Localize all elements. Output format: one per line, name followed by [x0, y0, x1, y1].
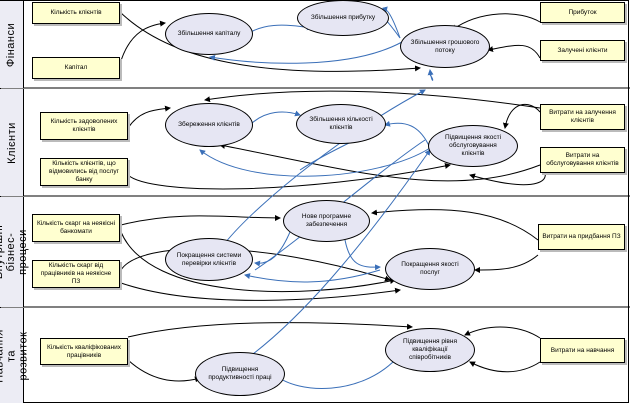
indicator-label: Кількість клієнтів	[50, 9, 102, 16]
lane-clients: Клієнти	[0, 89, 24, 196]
link	[219, 142, 541, 182]
goal-node: Покращення системи перевірки клієнтів	[165, 238, 253, 281]
goal-node: Покращення якості послуг	[385, 248, 475, 290]
goal-link	[244, 269, 381, 283]
goal-link	[209, 41, 403, 64]
goal-label: Збільшення прибутку	[310, 14, 376, 21]
lane-finance: Фінанси	[0, 1, 24, 88]
goal-label: Нове програмне забезпечення	[301, 213, 352, 228]
indicator-box: Кількість кваліфікованих працівників	[40, 338, 128, 365]
indicator-box: Кількість задоволених клієнтів	[40, 112, 128, 140]
lane-processes: Внутрішні бізнес-процеси	[0, 197, 30, 307]
goal-label: Підвищення якості обслуговування клієнті…	[444, 134, 502, 157]
goal-link	[384, 120, 431, 149]
indicator-box: Витрати на обслуговування клієнтів	[540, 147, 625, 173]
goal-label: Збільшення кількості клієнтів	[309, 116, 373, 131]
goal-link	[244, 149, 431, 361]
indicator-box: Кількість скарг від працівників на неякі…	[32, 260, 120, 288]
goal-link	[427, 69, 434, 81]
goal-node: Збільшення грошового потоку	[400, 25, 490, 68]
link	[127, 163, 451, 190]
goal-label: Підвищення продуктивності праці	[208, 366, 272, 381]
indicator-box: Кількість скарг на неякісні банкомати	[32, 214, 120, 242]
link	[127, 359, 201, 383]
link	[487, 44, 541, 59]
goal-link	[344, 239, 381, 271]
indicator-label: Капітал	[64, 64, 88, 71]
indicator-label: Кількість скарг на неякісні банкомати	[36, 220, 116, 235]
indicator-box: Кількість клієнтів	[32, 2, 120, 24]
goal-node: Нове програмне забезпечення	[283, 200, 370, 242]
link	[474, 254, 539, 273]
link	[120, 231, 396, 293]
indicator-label: Витрати на обслуговування клієнтів	[546, 152, 619, 167]
goal-link	[199, 147, 431, 177]
indicator-label: Кількість скарг від працівників на неякі…	[40, 262, 112, 285]
indicator-box: Залучені клієнти	[540, 40, 625, 61]
indicator-box: Витрати на навчання	[540, 338, 625, 363]
link	[464, 326, 541, 339]
indicator-label: Витрати на залучення клієнтів	[549, 109, 616, 124]
link	[204, 90, 541, 109]
goal-node: Збереження клієнтів	[165, 103, 253, 147]
link	[502, 104, 541, 129]
link	[119, 20, 166, 65]
indicator-label: Кількість клієнтів, що відмовились від п…	[48, 160, 120, 183]
indicator-box: Кількість клієнтів, що відмовились від п…	[40, 158, 128, 186]
goal-label: Збільшення грошового потоку	[410, 38, 480, 54]
goal-link	[274, 359, 396, 389]
goal-label: Збереження клієнтів	[178, 121, 240, 128]
goal-link	[249, 110, 301, 126]
goal-node: Збільшення капіталу	[165, 13, 253, 55]
goal-node: Підвищення якості обслуговування клієнті…	[428, 125, 518, 167]
indicator-label: Залучені клієнти	[557, 46, 608, 54]
goal-node: Збільшення прибутку	[297, 0, 389, 36]
indicator-label: Витрати на навчання	[550, 346, 615, 354]
indicator-box: Витрати на залучення клієнтів	[540, 104, 625, 130]
goal-node: Збільшення кількості клієнтів	[296, 104, 386, 144]
goal-link	[254, 231, 291, 267]
goal-link	[224, 89, 426, 244]
link	[127, 105, 171, 129]
indicator-box: Капітал	[32, 57, 120, 79]
goal-label: Підвищення рівня кваліфікації співробітн…	[402, 338, 457, 361]
link	[120, 248, 391, 282]
link	[120, 214, 281, 226]
link	[120, 282, 401, 301]
indicator-box: Прибуток	[540, 2, 625, 23]
link	[469, 361, 541, 373]
link	[127, 322, 413, 338]
goal-node: Підвищення рівня кваліфікації співробітн…	[385, 328, 475, 372]
indicator-label: Прибуток	[568, 8, 597, 16]
goal-node: Підвищення продуктивності праці	[195, 352, 285, 396]
indicator-label: Витрати на придбання ПЗ	[542, 233, 621, 240]
link	[451, 13, 541, 31]
goal-label: Покращення якості послуг	[401, 261, 459, 276]
indicator-label: Кількість кваліфікованих працівників	[47, 343, 121, 359]
link	[371, 209, 539, 241]
link	[119, 11, 421, 72]
indicator-label: Кількість задоволених клієнтів	[50, 118, 118, 133]
indicator-box: Витрати на придбання ПЗ	[538, 224, 625, 250]
goal-label: Збільшення капіталу	[177, 30, 241, 37]
lane-learning: Навчання та розвиток	[0, 308, 30, 403]
goal-label: Покращення системи перевірки клієнтів	[176, 251, 242, 267]
